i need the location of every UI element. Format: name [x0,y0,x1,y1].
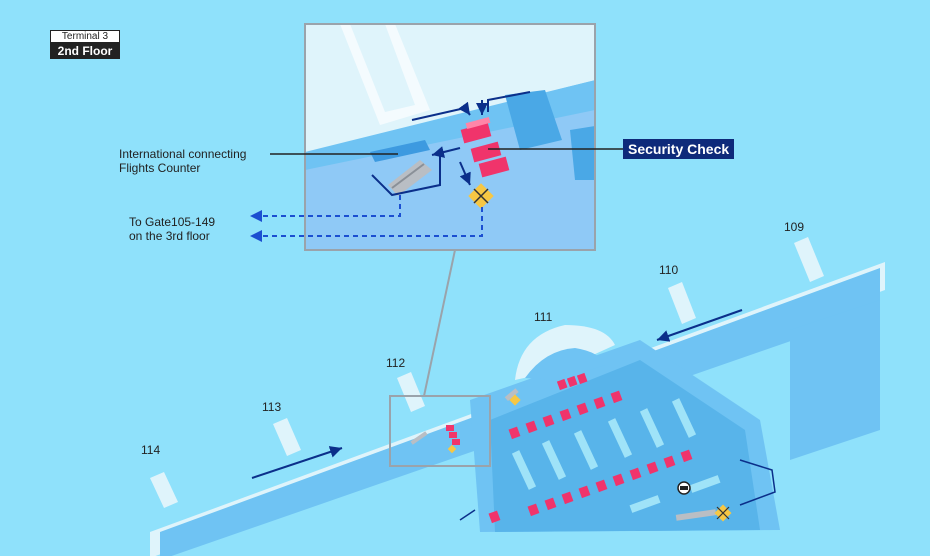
gate-route-lines [250,195,483,242]
security-booth-icon [468,183,494,209]
inset-connector [423,249,456,397]
gate-piers [150,237,824,508]
locator-box [389,395,491,467]
direction-arrow-icon [251,309,743,479]
connecting-counter-label-2: Flights Counter [119,161,201,175]
floor-badge: Terminal 3 2nd Floor [50,30,120,59]
gate-label-114: 114 [141,443,161,457]
floor-label: 2nd Floor [50,43,120,59]
gate-label-109: 109 [784,220,805,234]
connecting-counter-label-1: International connecting [119,147,247,161]
gate-label-111: 111 [534,310,553,324]
direction-arrow-icon [411,91,531,186]
security-booth-icon [509,394,732,522]
gate-transfer-label-1: To Gate105-149 [129,215,216,229]
gate-label-110: 110 [659,263,679,277]
elevator-icon [677,481,691,495]
gate-label-113: 113 [262,400,282,414]
security-lanes [488,372,693,524]
inset-detail [304,23,596,251]
security-check-label: Security Check [623,139,735,159]
terminal-concourse [150,262,885,556]
gate-label-112: 112 [386,356,406,370]
check-counters [511,398,721,513]
inset-security-lanes [460,116,510,178]
escalator-icon [504,388,717,521]
right-outline [459,459,776,521]
gate-transfer-label-2: on the 3rd floor [129,229,210,243]
terminal-label: Terminal 3 [50,30,120,43]
